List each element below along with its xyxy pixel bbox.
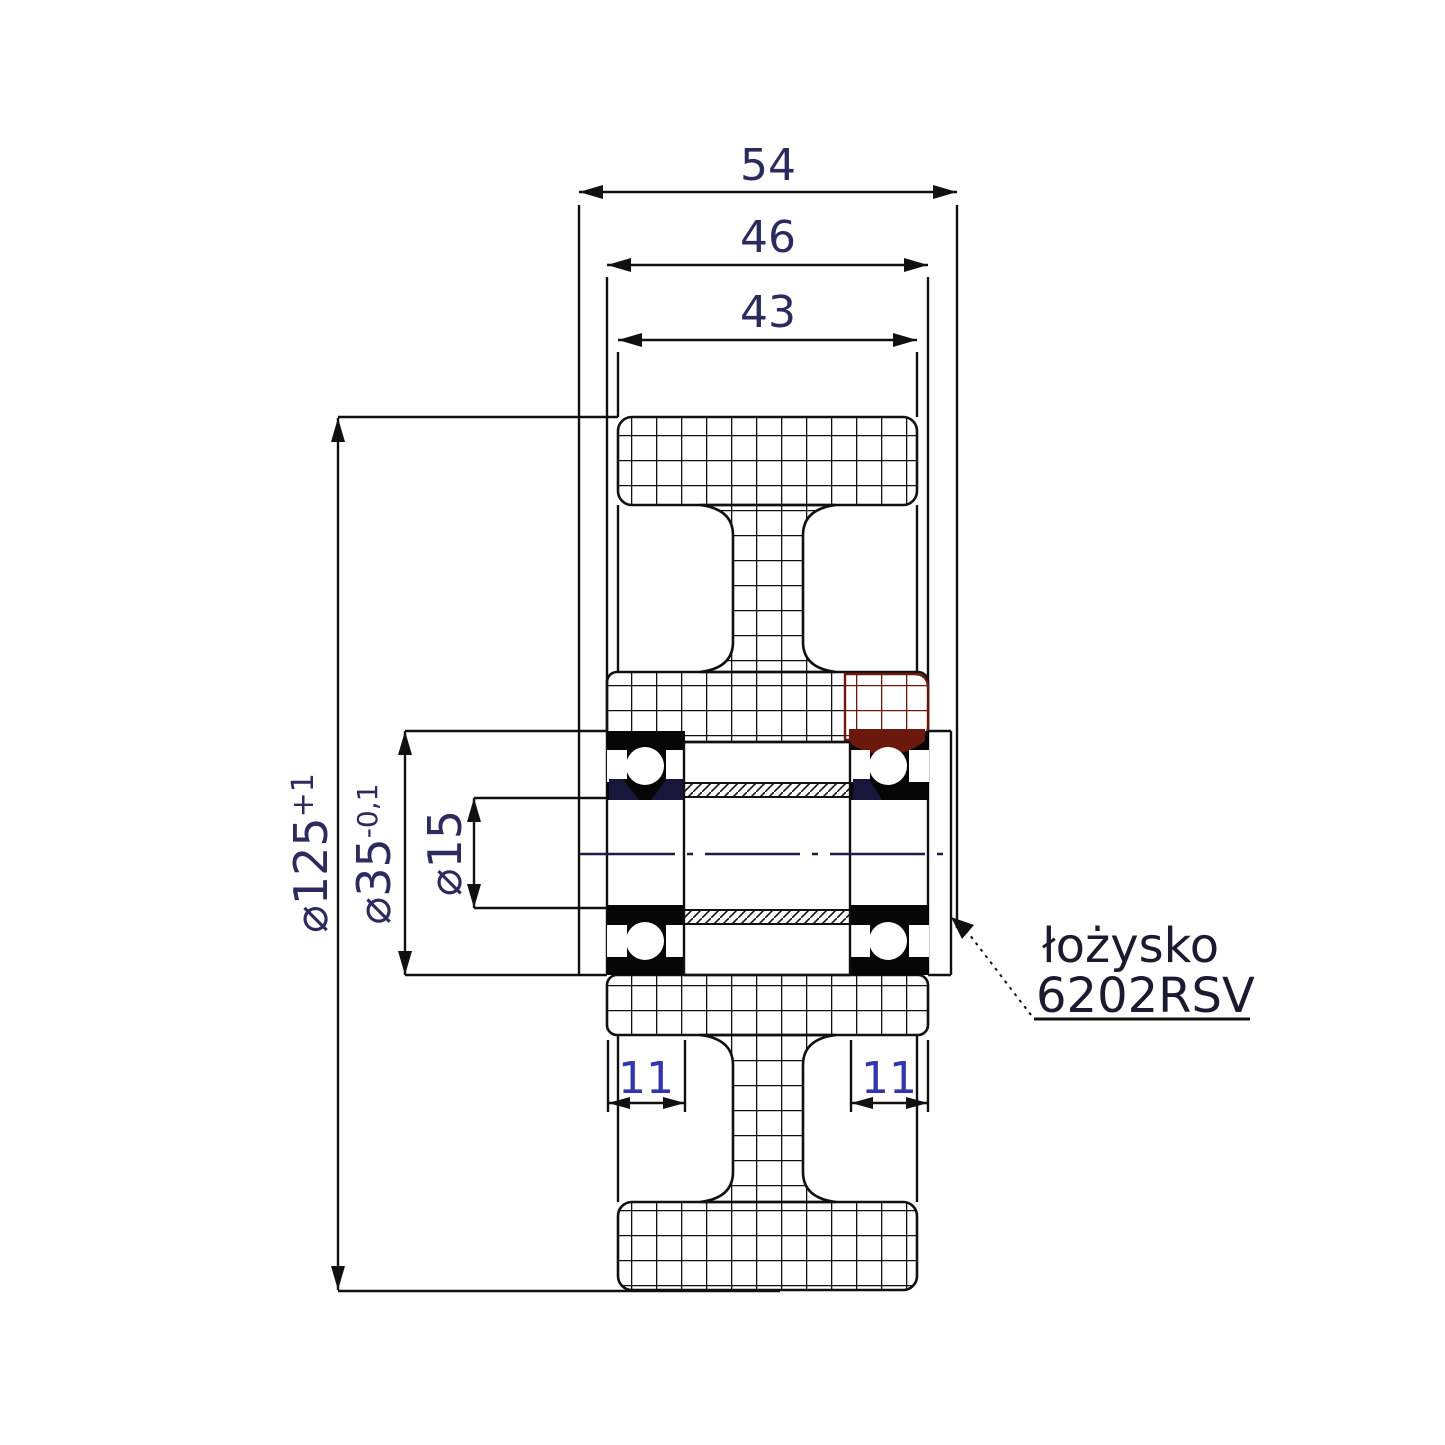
dimension-texts: 54 46 43 ⌀125+1 ⌀35-0,1 ⌀15	[284, 140, 796, 933]
arrow-46-left	[607, 258, 631, 272]
race-gap	[666, 750, 685, 782]
bearings	[607, 729, 929, 975]
dim-text-dia35: ⌀35-0,1	[347, 784, 401, 925]
race-gap	[909, 750, 929, 782]
race-gap	[851, 925, 870, 957]
arrow-15-top	[467, 798, 481, 822]
bearing-bottom-right	[851, 905, 929, 975]
arrow-43-right	[893, 333, 917, 347]
dim-text-dia15: ⌀15	[418, 810, 472, 896]
wheel-web-top	[699, 503, 837, 674]
dim-text-54: 54	[740, 140, 796, 191]
dim-text-dia125: ⌀125+1	[284, 773, 338, 933]
arrow-125-bottom	[331, 1266, 345, 1290]
tread-band-bottom-outer	[616, 1200, 919, 1292]
arrow-125-top	[331, 418, 345, 442]
callout-line2: 6202RSV	[1036, 968, 1255, 1024]
bearing-ball	[626, 747, 664, 785]
arrow-54-left	[579, 185, 603, 199]
dim-text-11-left: 11	[618, 1053, 674, 1104]
hub-bore	[682, 740, 852, 977]
tread-band-top-outer	[616, 415, 919, 507]
leader-arrowhead	[951, 917, 974, 939]
arrow-43-left	[618, 333, 642, 347]
bearing-width-texts: 11 11	[618, 1053, 917, 1104]
bearing-top-left	[607, 731, 685, 800]
race-gap	[607, 925, 627, 957]
wheel-web-bottom	[699, 1033, 837, 1204]
dia125-value: ⌀125	[284, 817, 338, 933]
callout-line1: łożysko	[1042, 918, 1219, 974]
race-gap	[666, 925, 685, 957]
seal-wedge	[869, 779, 907, 800]
bearing-dome-maroon	[849, 729, 925, 756]
race-gap	[607, 750, 627, 782]
bearing-ball	[869, 922, 907, 960]
dimension-arrows	[331, 185, 957, 1290]
bearing-ball	[869, 747, 907, 785]
arrow-46-right	[904, 258, 928, 272]
dim-text-11-right: 11	[861, 1053, 917, 1104]
arrow-15-bottom	[467, 884, 481, 908]
arrow-11-right-a	[851, 1097, 873, 1109]
dia125-tolerance: +1	[286, 773, 321, 817]
bearing-bottom-left	[607, 905, 685, 975]
hub-flange-bottom	[605, 973, 930, 1037]
arrow-11-left-b	[663, 1097, 685, 1109]
arrow-35-top	[398, 731, 412, 755]
race-gap	[851, 750, 870, 782]
arrow-11-right-b	[906, 1097, 928, 1109]
dia35-tolerance: -0,1	[351, 784, 384, 839]
arrow-54-right	[933, 185, 957, 199]
seal-wedge	[623, 779, 667, 800]
leader-diagonal	[965, 929, 1035, 1020]
dia35-value: ⌀35	[347, 838, 401, 924]
arrow-11-left-a	[608, 1097, 630, 1109]
race-gap	[909, 925, 929, 957]
bearing-callout: łożysko 6202RSV	[951, 917, 1255, 1024]
arrow-35-bottom	[398, 951, 412, 975]
bearing-ball	[626, 922, 664, 960]
sleeve-hatch-bottom	[683, 909, 851, 925]
bearing-top-right	[849, 729, 929, 800]
callout-texts: łożysko 6202RSV	[1036, 918, 1255, 1024]
dim-text-43: 43	[740, 287, 796, 338]
sleeve-hatch-top	[683, 782, 851, 798]
dim-text-46: 46	[740, 212, 796, 263]
